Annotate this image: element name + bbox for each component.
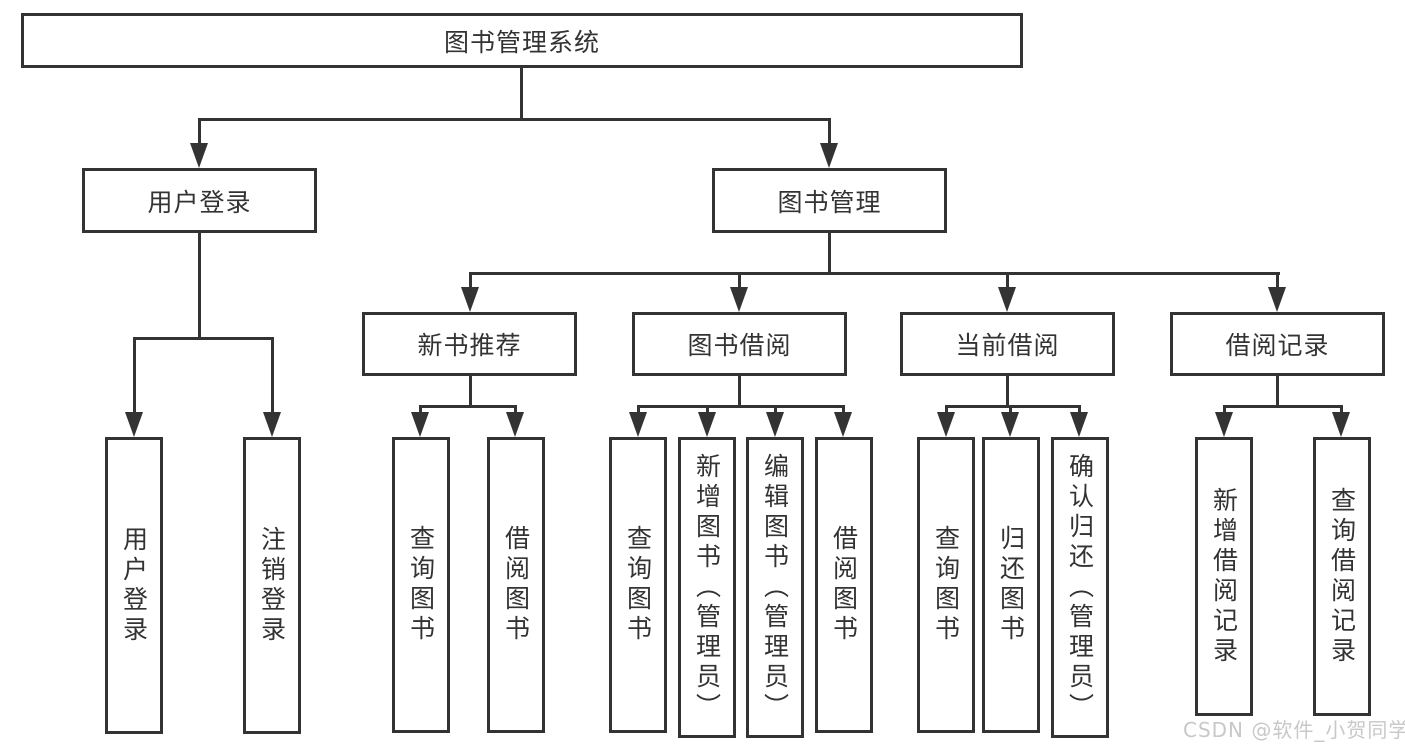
leaf-borrow-query-label: 查询图书 — [623, 525, 653, 645]
leaf-borrow-add-admin: 新增图书（管理员） — [678, 437, 736, 738]
node-borrow-records: 借阅记录 — [1170, 312, 1385, 376]
connector-line — [1340, 407, 1343, 415]
leaf-current-query-label: 查询图书 — [931, 525, 961, 645]
leaf-borrow-edit-admin: 编辑图书（管理员） — [746, 437, 804, 738]
connector-line — [945, 407, 948, 415]
arrowhead — [1070, 412, 1088, 437]
arrowhead — [629, 412, 647, 437]
leaf-newbook-query: 查询图书 — [392, 437, 450, 733]
arrowhead — [766, 412, 784, 437]
connector-line — [1009, 407, 1012, 415]
node-current-borrow: 当前借阅 — [900, 312, 1115, 376]
node-book-borrow: 图书借阅 — [632, 312, 847, 376]
connector-line — [1078, 407, 1081, 415]
node-root-label: 图书管理系统 — [443, 27, 600, 57]
leaf-logout-label: 注销登录 — [257, 525, 287, 646]
connector-line — [469, 272, 1280, 275]
arrowhead — [506, 412, 524, 437]
node-root: 图书管理系统 — [21, 13, 1023, 68]
leaf-logout: 注销登录 — [243, 437, 301, 734]
leaf-borrow-edit-admin-label: 编辑图书（管理员） — [760, 452, 790, 723]
node-book-management: 图书管理 — [712, 168, 947, 233]
arrowhead — [1332, 412, 1350, 437]
node-new-book-recommend: 新书推荐 — [362, 312, 577, 376]
leaf-records-query: 查询借阅记录 — [1313, 437, 1371, 716]
connector-line — [1006, 274, 1009, 288]
leaf-borrow-borrow-label: 借阅图书 — [829, 525, 859, 645]
connector-line — [419, 407, 422, 415]
node-book-borrow-label: 图书借阅 — [687, 331, 792, 360]
connector-line — [520, 68, 523, 121]
leaf-current-query: 查询图书 — [917, 437, 975, 733]
connector-line — [1006, 376, 1009, 407]
connector-line — [1276, 274, 1279, 288]
arrowhead — [937, 412, 955, 437]
connector-line — [945, 405, 1081, 408]
arrowhead — [1001, 412, 1019, 437]
arrowhead — [190, 143, 208, 168]
connector-line — [706, 407, 709, 415]
leaf-current-return-label: 归还图书 — [996, 525, 1026, 645]
connector-line — [1223, 407, 1226, 415]
node-user-login: 用户登录 — [82, 168, 317, 233]
leaf-borrow-query: 查询图书 — [609, 437, 667, 733]
arrowhead — [1268, 287, 1286, 312]
leaf-borrow-add-admin-label: 新增图书（管理员） — [692, 452, 722, 723]
connector-line — [469, 376, 472, 407]
leaf-newbook-query-label: 查询图书 — [406, 525, 436, 645]
leaf-current-return: 归还图书 — [982, 437, 1040, 733]
connector-line — [419, 405, 517, 408]
leaf-records-query-label: 查询借阅记录 — [1327, 486, 1357, 667]
csdn-watermark: CSDN @软件_小贺同学 — [1183, 718, 1405, 742]
leaf-current-confirm-admin-label: 确认归还（管理员） — [1065, 452, 1095, 723]
arrowhead — [125, 412, 143, 437]
node-user-login-label: 用户登录 — [147, 187, 252, 217]
leaf-current-confirm-admin: 确认归还（管理员） — [1051, 437, 1109, 738]
connector-line — [842, 407, 845, 415]
arrowhead — [998, 287, 1016, 312]
connector-line — [133, 339, 136, 412]
connector-line — [271, 339, 274, 412]
node-borrow-records-label: 借阅记录 — [1225, 331, 1330, 360]
arrowhead — [263, 412, 281, 437]
node-book-management-label: 图书管理 — [777, 187, 882, 217]
connector-line — [828, 120, 831, 146]
connector-line — [514, 407, 517, 415]
leaf-user-login-label: 用户登录 — [119, 525, 149, 646]
leaf-newbook-borrow: 借阅图书 — [487, 437, 545, 733]
connector-line — [469, 274, 472, 288]
leaf-newbook-borrow-label: 借阅图书 — [501, 525, 531, 645]
connector-line — [1223, 405, 1343, 408]
arrowhead — [820, 143, 838, 168]
connector-line — [774, 407, 777, 415]
arrowhead — [1215, 412, 1233, 437]
connector-line — [828, 233, 831, 274]
connector-line — [637, 405, 845, 408]
connector-line — [198, 120, 201, 146]
node-new-book-recommend-label: 新书推荐 — [417, 331, 522, 360]
leaf-borrow-borrow: 借阅图书 — [815, 437, 873, 733]
connector-line — [738, 376, 741, 407]
connector-line — [738, 274, 741, 288]
leaf-records-add: 新增借阅记录 — [1195, 437, 1253, 716]
arrowhead — [411, 412, 429, 437]
leaf-user-login: 用户登录 — [105, 437, 163, 734]
leaf-records-add-label: 新增借阅记录 — [1209, 486, 1239, 667]
connector-line — [198, 118, 831, 121]
arrowhead — [834, 412, 852, 437]
connector-line — [133, 337, 274, 340]
node-current-borrow-label: 当前借阅 — [955, 331, 1060, 360]
connector-line — [1276, 376, 1279, 407]
arrowhead — [730, 287, 748, 312]
arrowhead — [698, 412, 716, 437]
connector-line — [198, 233, 201, 339]
arrowhead — [461, 287, 479, 312]
connector-line — [637, 407, 640, 415]
